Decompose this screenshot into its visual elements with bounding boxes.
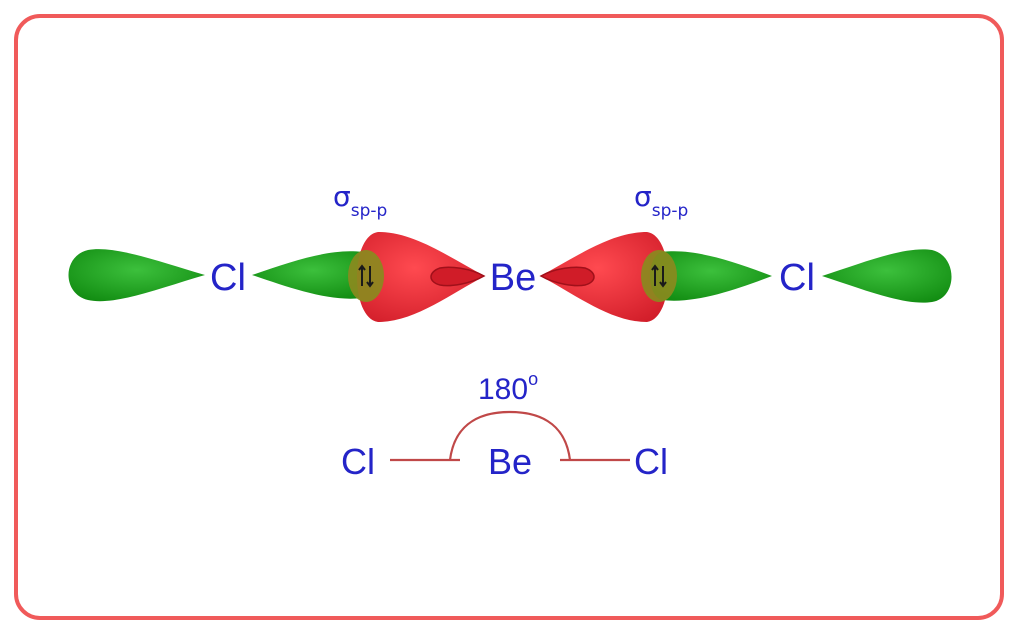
orbital-be-label: Be [490, 257, 536, 299]
be-left-small-lobe [430, 266, 486, 287]
orbital-left-cl-label: Cl [210, 257, 246, 299]
right-overlap-region [641, 250, 677, 302]
left-overlap-region [348, 250, 384, 302]
be-left-sp-lobe [357, 232, 485, 322]
structure-right-cl-label: Cl [634, 441, 668, 482]
right-electron-pair-icon [651, 264, 667, 288]
structure-be-label: Be [488, 441, 532, 482]
cl-right-outer-lobe [822, 249, 952, 303]
bond-angle-label: 180o [478, 369, 538, 406]
structure-left-cl-label: Cl [341, 441, 375, 482]
be-right-sp-lobe [540, 232, 668, 322]
cl-left-inner-lobe [252, 251, 374, 299]
cl-right-inner-lobe [650, 251, 772, 301]
bond-angle-value: 180 [478, 373, 528, 406]
left-sigma-label: σsp-p [333, 180, 387, 221]
right-sigma-symbol: σ [634, 180, 652, 213]
bond-angle-unit: o [528, 369, 538, 389]
bond-angle-arc [448, 410, 572, 461]
be-right-small-lobe [539, 266, 595, 287]
orbital-right-cl-label: Cl [779, 257, 815, 299]
right-sigma-subscript: sp-p [652, 201, 689, 221]
left-sigma-symbol: σ [333, 180, 351, 213]
left-sigma-subscript: sp-p [351, 201, 388, 221]
cl-left-outer-lobe [68, 249, 205, 302]
diagram-frame [14, 14, 1004, 620]
right-sigma-label: σsp-p [634, 180, 688, 221]
left-electron-pair-icon [358, 264, 374, 288]
